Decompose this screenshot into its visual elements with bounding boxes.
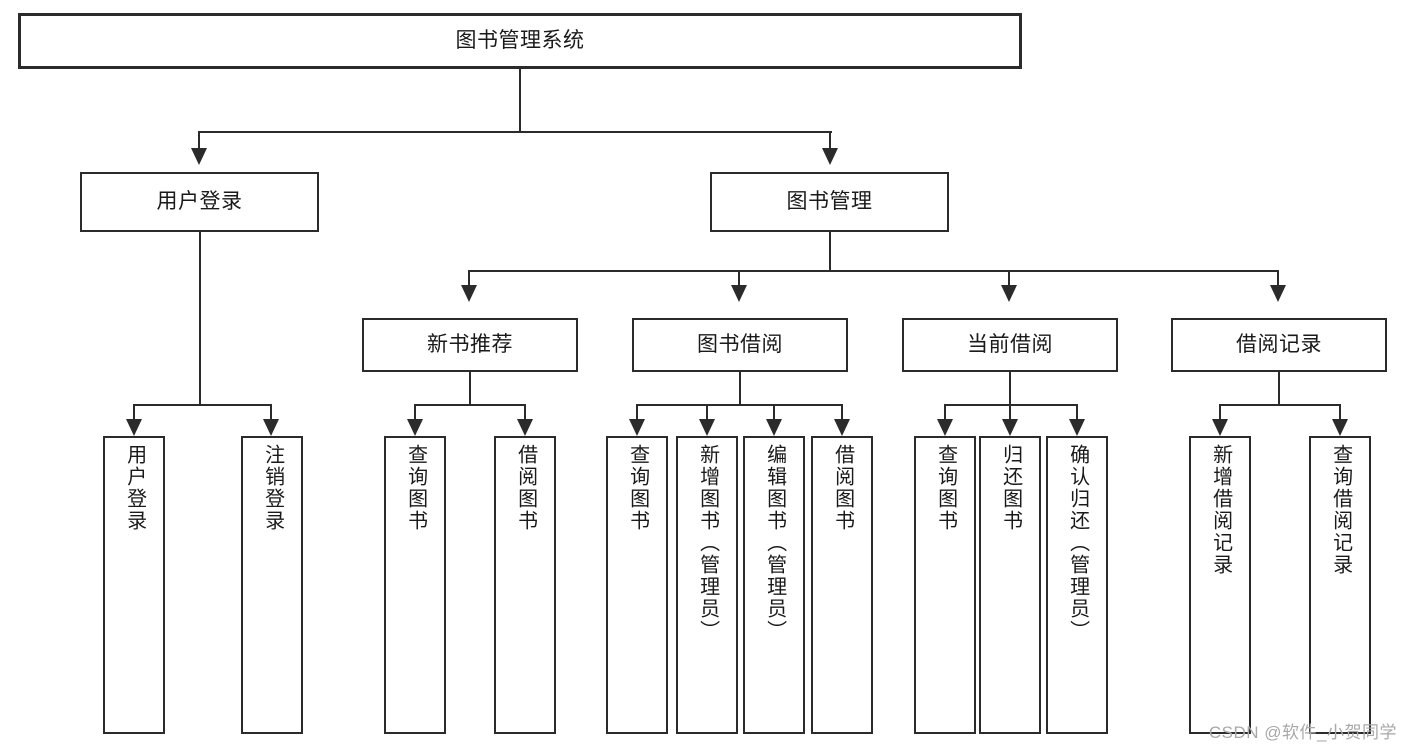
connector-records-stem bbox=[1278, 372, 1280, 405]
connector-borrow-drop-1 bbox=[636, 404, 638, 420]
node-label: 图书借阅 bbox=[697, 333, 783, 357]
connector-borrow-drop-4 bbox=[841, 404, 843, 420]
leaf-label: 确认归还（管理员） bbox=[1066, 444, 1089, 642]
connector-book-manage-bar bbox=[468, 270, 1279, 272]
leaf-label: 查询图书 bbox=[626, 444, 649, 532]
node-book-borrow[interactable]: 图书借阅 bbox=[632, 318, 848, 372]
leaf-label: 查询借阅记录 bbox=[1329, 444, 1352, 576]
leaf-label: 归还图书 bbox=[999, 444, 1022, 532]
connector-book-manage-drop-2 bbox=[738, 270, 740, 286]
connector-root-drop-right bbox=[829, 131, 831, 148]
connector-borrow-bar bbox=[636, 404, 842, 406]
node-label: 用户登录 bbox=[156, 190, 243, 214]
arrowhead-borrow-1 bbox=[629, 419, 645, 436]
connector-records-drop-2 bbox=[1339, 404, 1341, 420]
leaf-recommend-query-book[interactable]: 查询图书 bbox=[384, 436, 446, 734]
arrowhead-recommend-2 bbox=[517, 419, 533, 436]
leaf-borrow-edit-book[interactable]: 编辑图书（管理员） bbox=[743, 436, 805, 734]
leaf-records-query-record[interactable]: 查询借阅记录 bbox=[1309, 436, 1371, 734]
node-borrow-records[interactable]: 借阅记录 bbox=[1171, 318, 1387, 372]
leaf-label: 新增图书（管理员） bbox=[696, 444, 719, 642]
leaf-current-return-book[interactable]: 归还图书 bbox=[979, 436, 1041, 734]
connector-records-drop-1 bbox=[1219, 404, 1221, 420]
arrowhead-current-3 bbox=[1069, 419, 1085, 436]
arrowhead-current-1 bbox=[937, 419, 953, 436]
arrowhead-borrow-3 bbox=[766, 419, 782, 436]
leaf-label: 编辑图书（管理员） bbox=[763, 444, 786, 642]
leaf-label: 用户登录 bbox=[123, 444, 146, 532]
connector-book-manage-drop-3 bbox=[1008, 270, 1010, 286]
connector-current-bar bbox=[944, 404, 1078, 406]
connector-root-drop-left bbox=[198, 131, 200, 148]
node-label: 借阅记录 bbox=[1236, 333, 1322, 357]
arrowhead-book-manage-3 bbox=[1001, 285, 1017, 302]
arrowhead-book-manage-2 bbox=[731, 285, 747, 302]
connector-book-manage-drop-4 bbox=[1277, 270, 1279, 286]
node-current-borrow[interactable]: 当前借阅 bbox=[902, 318, 1118, 372]
connector-root-stem bbox=[519, 69, 521, 132]
connector-recommend-drop-2 bbox=[524, 404, 526, 420]
arrowhead-borrow-2 bbox=[699, 419, 715, 436]
leaf-label: 查询图书 bbox=[404, 444, 427, 532]
arrowhead-to-user-login bbox=[191, 148, 207, 165]
leaf-borrow-query-book[interactable]: 查询图书 bbox=[606, 436, 668, 734]
connector-user-login-drop-1 bbox=[133, 404, 135, 420]
leaf-label: 注销登录 bbox=[261, 444, 284, 532]
leaf-current-query-book[interactable]: 查询图书 bbox=[914, 436, 976, 734]
leaf-label: 查询图书 bbox=[934, 444, 957, 532]
leaf-records-add-record[interactable]: 新增借阅记录 bbox=[1189, 436, 1251, 734]
csdn-watermark: CSDN @软件_小贺同学 bbox=[1208, 723, 1397, 742]
arrowhead-user-login-1 bbox=[126, 419, 142, 436]
arrowhead-to-book-manage bbox=[822, 148, 838, 165]
leaf-current-confirm-return[interactable]: 确认归还（管理员） bbox=[1046, 436, 1108, 734]
leaf-label: 借阅图书 bbox=[831, 444, 854, 532]
connector-borrow-drop-2 bbox=[706, 404, 708, 420]
node-label: 当前借阅 bbox=[967, 333, 1053, 357]
connector-recommend-stem bbox=[469, 372, 471, 405]
node-root-system[interactable]: 图书管理系统 bbox=[18, 13, 1022, 69]
arrowhead-book-manage-4 bbox=[1270, 285, 1286, 302]
leaf-borrow-add-book[interactable]: 新增图书（管理员） bbox=[676, 436, 738, 734]
node-label: 图书管理 bbox=[786, 190, 873, 214]
arrowhead-book-manage-1 bbox=[461, 285, 477, 302]
node-label: 图书管理系统 bbox=[455, 29, 585, 53]
connector-records-bar bbox=[1219, 404, 1341, 406]
connector-borrow-drop-3 bbox=[773, 404, 775, 420]
connector-root-bar bbox=[198, 131, 832, 133]
leaf-label: 新增借阅记录 bbox=[1209, 444, 1232, 576]
connector-current-drop-2 bbox=[1009, 404, 1011, 420]
connector-book-manage-drop-1 bbox=[468, 270, 470, 286]
connector-user-login-drop-2 bbox=[270, 404, 272, 420]
connector-current-stem bbox=[1009, 372, 1011, 405]
connector-recommend-bar bbox=[414, 404, 526, 406]
connector-book-manage-stem bbox=[829, 232, 831, 271]
node-book-manage[interactable]: 图书管理 bbox=[710, 172, 949, 232]
connector-current-drop-1 bbox=[944, 404, 946, 420]
node-new-book-recommend[interactable]: 新书推荐 bbox=[362, 318, 578, 372]
connector-borrow-stem bbox=[739, 372, 741, 405]
arrowhead-records-2 bbox=[1332, 419, 1348, 436]
node-label: 新书推荐 bbox=[427, 333, 513, 357]
leaf-logout[interactable]: 注销登录 bbox=[241, 436, 303, 734]
connector-user-login-stem bbox=[199, 232, 201, 405]
leaf-recommend-borrow-book[interactable]: 借阅图书 bbox=[494, 436, 556, 734]
connector-recommend-drop-1 bbox=[414, 404, 416, 420]
leaf-user-login[interactable]: 用户登录 bbox=[103, 436, 165, 734]
node-user-login[interactable]: 用户登录 bbox=[80, 172, 319, 232]
leaf-borrow-borrow-book[interactable]: 借阅图书 bbox=[811, 436, 873, 734]
arrowhead-user-login-2 bbox=[263, 419, 279, 436]
arrowhead-borrow-4 bbox=[834, 419, 850, 436]
connector-current-drop-3 bbox=[1076, 404, 1078, 420]
arrowhead-current-2 bbox=[1002, 419, 1018, 436]
leaf-label: 借阅图书 bbox=[514, 444, 537, 532]
connector-user-login-bar bbox=[133, 404, 271, 406]
arrowhead-records-1 bbox=[1212, 419, 1228, 436]
arrowhead-recommend-1 bbox=[407, 419, 423, 436]
